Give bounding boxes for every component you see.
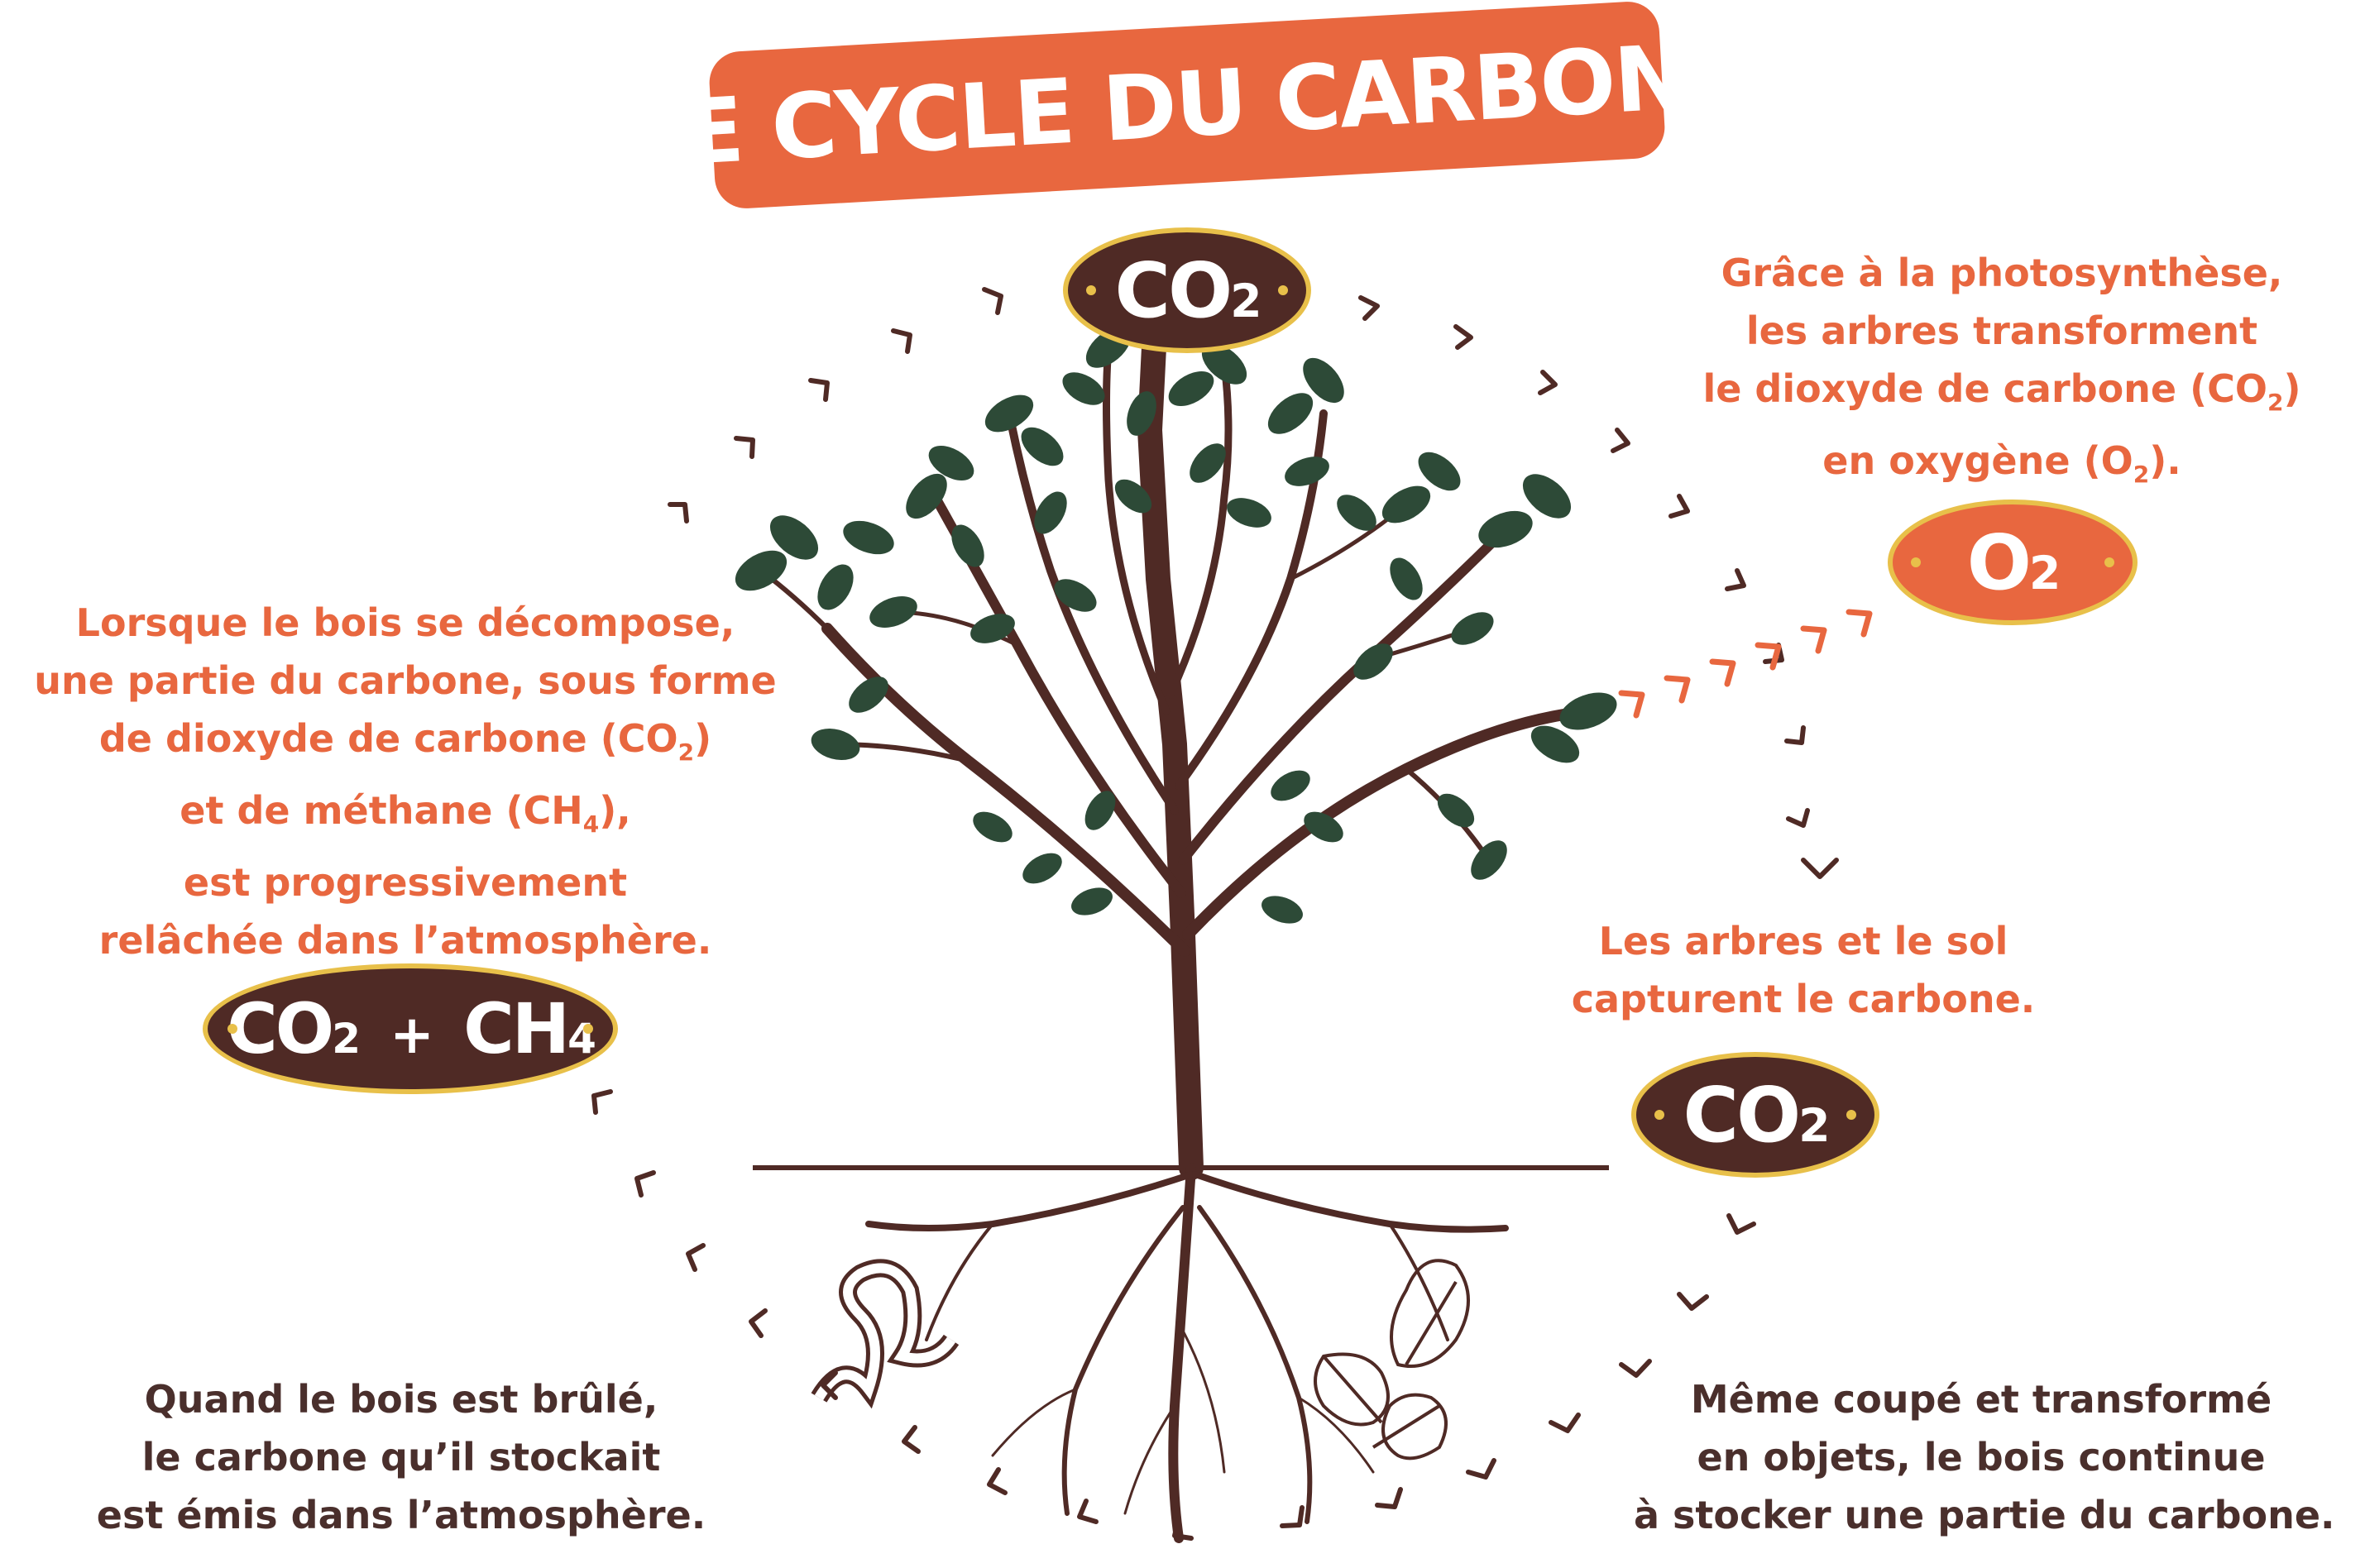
chevron-arrow-icon <box>1800 625 1827 654</box>
chevron-arrow-icon <box>1786 808 1810 828</box>
tree-icon <box>759 335 1594 1180</box>
chevron-arrow-icon <box>668 502 689 523</box>
chevron-arrow-icon <box>1618 690 1645 719</box>
chevron-arrow-icon <box>902 1425 921 1454</box>
chevron-arrow-icon <box>686 1243 706 1272</box>
chevron-arrow-icon <box>1611 428 1630 453</box>
chevron-arrow-icon <box>1664 675 1691 704</box>
chevron-arrow-icon <box>1172 1516 1194 1541</box>
chevron-arrow-icon <box>982 287 1003 315</box>
chevron-arrow-icon <box>1668 494 1690 519</box>
chevron-arrows <box>591 287 1873 1541</box>
note-decomposition: Lorsque le bois se décompose, une partie… <box>34 600 777 963</box>
chevron-arrow-icon <box>1755 642 1782 671</box>
chevron-arrow-icon <box>1549 1413 1581 1433</box>
chevron-arrow-icon <box>1538 370 1558 395</box>
chevron-arrow-icon <box>821 1370 838 1400</box>
chevron-arrow-icon <box>1725 568 1746 591</box>
chevron-arrow-icon <box>891 328 912 354</box>
chevron-arrow-icon <box>1466 1458 1496 1480</box>
chevron-arrow-icon <box>1077 1499 1099 1524</box>
worm-icon <box>811 1259 960 1409</box>
chevron-arrow-icon <box>808 378 830 402</box>
chevron-arrow-icon <box>1784 725 1806 745</box>
chevron-arrow-icon <box>1726 1213 1756 1235</box>
chevron-arrow-icon <box>749 1308 768 1338</box>
chevron-arrow-icon <box>1358 295 1380 321</box>
chevron-arrow-icon <box>1375 1487 1403 1509</box>
note-burning: Quand le bois est brûlé, le carbone qu’i… <box>96 1377 706 1537</box>
badge-co2-soil: CO2 <box>1631 1052 1879 1178</box>
chevron-arrow-icon <box>1619 1359 1652 1378</box>
badge-o2: O2 <box>1888 500 2138 625</box>
chevron-arrow-icon <box>1453 324 1473 350</box>
chevron-arrow-icon <box>987 1467 1008 1495</box>
foliage <box>735 327 1617 924</box>
badge-co2-ch4: CO2 + CH4 <box>203 963 618 1094</box>
chevron-arrow-icon <box>1846 609 1873 638</box>
note-storage: Même coupé et transformé en objets, le b… <box>1634 1377 2335 1537</box>
badge-co2-top: CO2 <box>1063 227 1311 353</box>
chevron-arrow-icon <box>591 1089 613 1115</box>
oak-leaves-icon <box>1314 1259 1470 1460</box>
chevron-arrow-icon <box>734 436 755 459</box>
chevron-arrow-icon <box>634 1170 656 1198</box>
note-capture: Les arbres et le sol capturent le carbon… <box>1571 919 2036 1021</box>
chevron-arrow-icon <box>1801 858 1839 879</box>
note-photosynthesis: Grâce à la photosynthèse, les arbres tra… <box>1702 251 2301 489</box>
chevron-arrow-icon <box>1280 1505 1305 1528</box>
chevron-arrow-icon <box>1677 1292 1709 1311</box>
roots-icon <box>865 1163 1509 1543</box>
chevron-arrow-icon <box>1709 658 1736 687</box>
